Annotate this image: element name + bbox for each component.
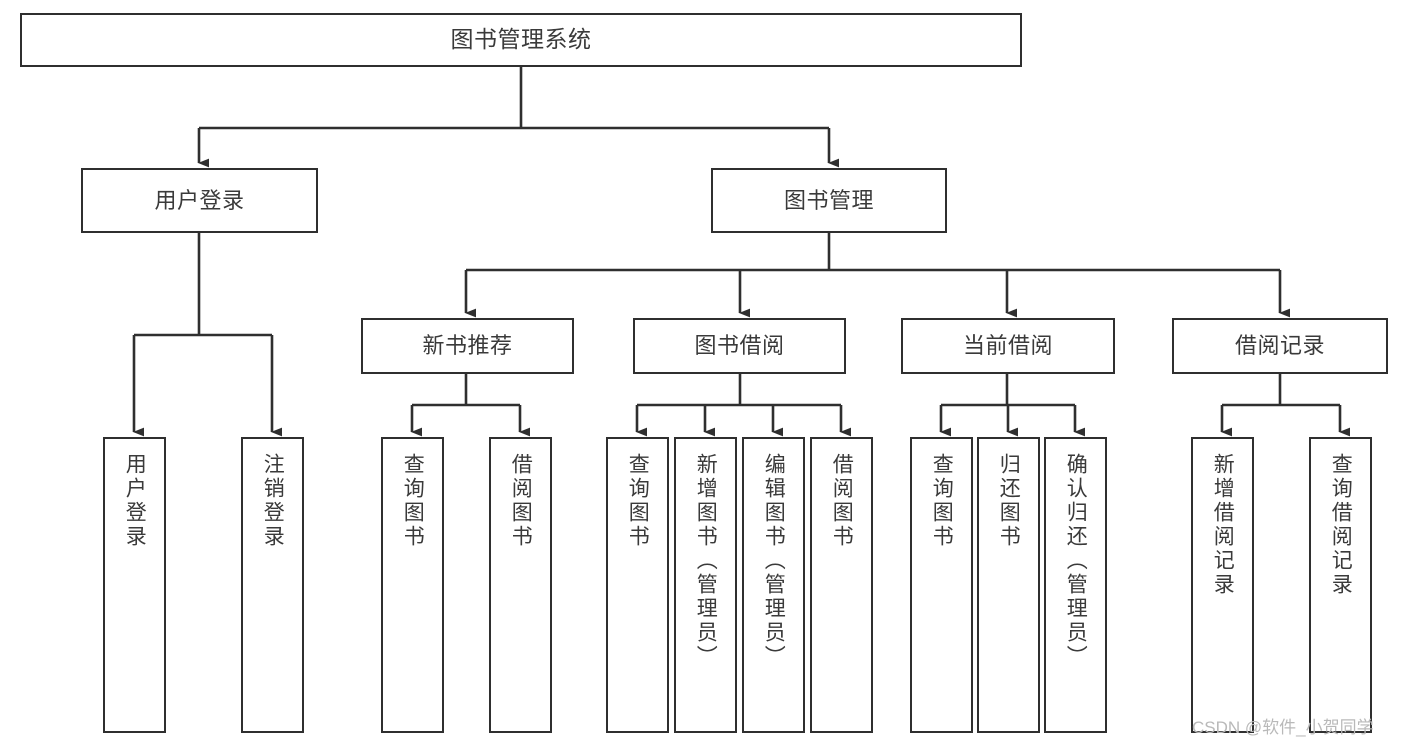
node-leaf-add-borrow-record-label: 新增借阅记录	[1211, 453, 1235, 597]
node-user-login-label: 用户登录	[154, 187, 245, 213]
node-user-login[interactable]: 用户登录	[81, 168, 318, 233]
node-leaf-query-borrow-record[interactable]: 查询借阅记录	[1309, 437, 1372, 733]
node-leaf-borrow-book-2-label: 借阅图书	[830, 453, 854, 549]
node-book-borrow[interactable]: 图书借阅	[633, 318, 846, 374]
node-leaf-return-book[interactable]: 归还图书	[977, 437, 1040, 733]
node-leaf-user-login-label: 用户登录	[123, 453, 147, 549]
node-leaf-add-book-label: 新增图书（管理员）	[694, 453, 718, 669]
node-leaf-user-login[interactable]: 用户登录	[103, 437, 166, 733]
node-leaf-confirm-return-label: 确认归还（管理员）	[1064, 453, 1088, 669]
node-new-book-recommend-label: 新书推荐	[422, 333, 513, 359]
node-leaf-query-book-2-label: 查询图书	[626, 453, 650, 549]
node-borrow-record-label: 借阅记录	[1234, 333, 1325, 359]
node-leaf-query-book-2[interactable]: 查询图书	[606, 437, 669, 733]
node-leaf-confirm-return[interactable]: 确认归还（管理员）	[1044, 437, 1107, 733]
node-leaf-return-book-label: 归还图书	[997, 453, 1021, 549]
node-leaf-query-book-1-label: 查询图书	[401, 453, 425, 549]
node-book-manage[interactable]: 图书管理	[711, 168, 947, 233]
node-current-borrow[interactable]: 当前借阅	[901, 318, 1115, 374]
node-new-book-recommend[interactable]: 新书推荐	[361, 318, 574, 374]
node-leaf-query-borrow-record-label: 查询借阅记录	[1329, 453, 1353, 597]
node-leaf-logout[interactable]: 注销登录	[241, 437, 304, 733]
node-leaf-add-borrow-record[interactable]: 新增借阅记录	[1191, 437, 1254, 733]
node-leaf-edit-book-label: 编辑图书（管理员）	[762, 453, 786, 669]
node-leaf-borrow-book-1[interactable]: 借阅图书	[489, 437, 552, 733]
node-leaf-query-book-3[interactable]: 查询图书	[910, 437, 973, 733]
node-root-label: 图书管理系统	[450, 26, 592, 53]
node-book-manage-label: 图书管理	[783, 187, 874, 213]
csdn-watermark: CSDN @软件_小贺同学	[1192, 718, 1374, 737]
node-leaf-borrow-book-2[interactable]: 借阅图书	[810, 437, 873, 733]
node-leaf-add-book[interactable]: 新增图书（管理员）	[674, 437, 737, 733]
node-root[interactable]: 图书管理系统	[20, 13, 1022, 67]
node-leaf-query-book-1[interactable]: 查询图书	[381, 437, 444, 733]
node-leaf-query-book-3-label: 查询图书	[930, 453, 954, 549]
node-book-borrow-label: 图书借阅	[694, 333, 785, 359]
node-leaf-logout-label: 注销登录	[261, 453, 285, 549]
node-leaf-edit-book[interactable]: 编辑图书（管理员）	[742, 437, 805, 733]
node-leaf-borrow-book-1-label: 借阅图书	[509, 453, 533, 549]
node-borrow-record[interactable]: 借阅记录	[1172, 318, 1388, 374]
node-current-borrow-label: 当前借阅	[962, 333, 1053, 359]
